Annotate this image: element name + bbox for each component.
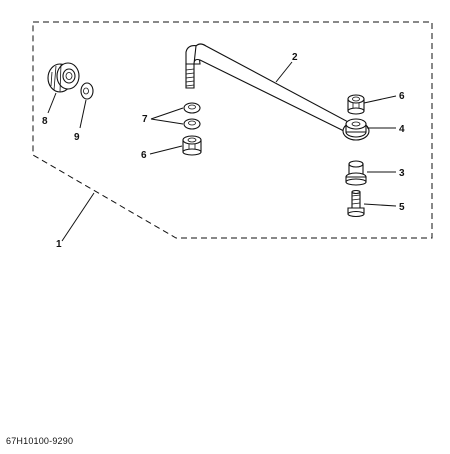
callout-2: 2 xyxy=(292,52,298,63)
part-2-link-rod xyxy=(185,43,370,141)
callout-4: 4 xyxy=(399,124,405,135)
part-3-ball-joint xyxy=(345,160,367,186)
callout-3: 3 xyxy=(399,168,405,179)
callout-8: 8 xyxy=(42,116,48,127)
leader-7a xyxy=(150,107,184,120)
leader-8 xyxy=(47,92,57,114)
callout-6-left: 6 xyxy=(141,150,147,161)
part-9-washer xyxy=(80,82,94,100)
callout-5: 5 xyxy=(399,202,405,213)
part-8-nut xyxy=(47,62,80,93)
part-code: 67H10100-9290 xyxy=(6,436,74,446)
leader-9 xyxy=(79,99,87,129)
leader-6-right xyxy=(363,95,397,104)
part-6-nut-right xyxy=(347,94,365,115)
leader-1 xyxy=(61,192,95,242)
callout-7: 7 xyxy=(142,114,148,125)
leader-7b xyxy=(150,118,184,125)
part-4-spacer xyxy=(345,118,367,138)
part-5-bolt xyxy=(347,189,365,218)
callout-1: 1 xyxy=(56,239,62,250)
leader-6-left xyxy=(149,145,183,155)
part-7-washer-top xyxy=(183,102,201,114)
callout-9: 9 xyxy=(74,132,80,143)
callout-6-right: 6 xyxy=(399,91,405,102)
kit-boundary xyxy=(32,21,433,239)
part-6-nut-left xyxy=(182,135,202,156)
leader-2 xyxy=(275,61,293,83)
leader-5 xyxy=(363,203,397,207)
part-7-washer-bottom xyxy=(183,118,201,130)
